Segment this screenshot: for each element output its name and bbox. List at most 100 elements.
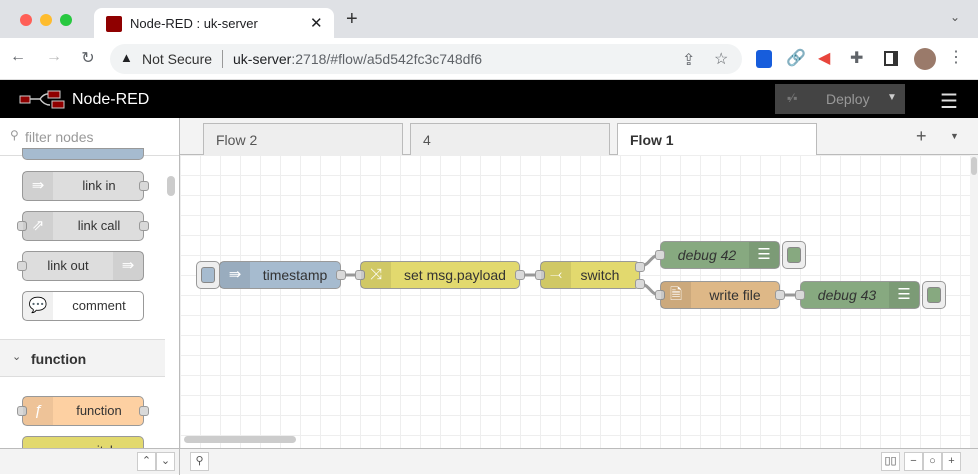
url-bar[interactable]: ▲ Not Secure uk-server:2718/#flow/a5d542…	[110, 44, 742, 74]
browser-tab[interactable]: Node-RED : uk-server ✕	[94, 8, 334, 38]
palette-category-function[interactable]: ⌄ function	[0, 339, 165, 377]
extensions-puzzle-icon[interactable]: ✚	[850, 50, 864, 67]
output-port-1[interactable]	[635, 262, 645, 272]
search-flows-icon[interactable]: ⚲	[190, 452, 209, 471]
node-label: write file	[709, 287, 761, 303]
scrollbar-thumb[interactable]	[971, 157, 977, 175]
output-port-2[interactable]	[635, 279, 645, 289]
link-call-icon: ⇗	[23, 212, 53, 240]
bitwarden-extension-icon[interactable]	[756, 50, 772, 68]
share-icon[interactable]: ⇪	[682, 52, 696, 69]
debug-icon: ☰	[749, 242, 779, 268]
tab-title: Node-RED : uk-server	[130, 16, 258, 31]
palette-node-comment[interactable]: 💬 comment	[22, 291, 144, 321]
back-icon[interactable]: ←	[10, 48, 26, 65]
node-label: set msg.payload	[404, 267, 506, 283]
switch-icon: ⤙	[541, 262, 571, 288]
flow-list-dropdown-icon[interactable]: ▼	[950, 131, 959, 141]
debug-toggle-button[interactable]	[922, 281, 946, 309]
zoom-out-icon[interactable]: −	[904, 452, 923, 471]
workspace-tabs: Flow 2 4 Flow 1 + ▼	[180, 118, 978, 156]
vertical-scrollbar[interactable]	[970, 155, 978, 448]
tab-label: Flow 1	[630, 132, 674, 148]
flow-node-debug-43[interactable]: debug 43 ☰	[795, 281, 920, 309]
deploy-dropdown-icon[interactable]: ▼	[887, 92, 897, 103]
link-extension-icon[interactable]: 🔗	[786, 50, 806, 67]
url-host: uk-server	[233, 51, 292, 67]
input-port[interactable]	[795, 290, 805, 300]
deploy-label: Deploy	[826, 91, 870, 107]
horizontal-scrollbar[interactable]	[184, 436, 296, 443]
node-label: function	[76, 403, 122, 418]
input-port[interactable]	[355, 270, 365, 280]
collapse-all-icon[interactable]: ⌃	[137, 452, 156, 471]
bookmark-star-icon[interactable]: ☆	[714, 51, 729, 68]
flow-node-set-msg-payload[interactable]: ⤨ set msg.payload	[355, 261, 525, 289]
palette-node-link-call[interactable]: ⇗ link call	[17, 211, 149, 241]
node-label: comment	[72, 298, 126, 313]
profile-avatar[interactable]	[914, 48, 936, 70]
tab-search-chevron-icon[interactable]: ⌄	[950, 10, 961, 24]
flow-node-write-file[interactable]: 🗎 write file	[655, 281, 785, 309]
node-label: debug 42	[677, 247, 737, 263]
forward-icon[interactable]: →	[46, 48, 62, 65]
flow-canvas[interactable]: ⇛ timestamp ⤨ set msg.payload ⤙ switch d…	[180, 155, 970, 448]
input-port[interactable]	[655, 250, 665, 260]
deploy-button[interactable]: ▪⁄▪ Deploy ▼	[775, 84, 905, 114]
palette-node-link-out[interactable]: link out ⇛	[17, 251, 144, 281]
side-panel-icon[interactable]	[884, 51, 898, 66]
debug-icon: ☰	[889, 282, 919, 308]
zoom-in-icon[interactable]: +	[942, 452, 961, 471]
tab-flow-1[interactable]: Flow 1	[617, 123, 817, 156]
node-label: link in	[82, 178, 116, 193]
output-port[interactable]	[515, 270, 525, 280]
palette-node-partial[interactable]	[22, 148, 144, 160]
megaphone-extension-icon[interactable]: ◀	[818, 50, 831, 67]
app-name: Node-RED	[72, 91, 150, 108]
palette-scrollbar[interactable]	[167, 176, 175, 196]
filter-placeholder: filter nodes	[25, 129, 94, 145]
tab-label: Flow 2	[216, 132, 258, 148]
output-port[interactable]	[336, 270, 346, 280]
output-port	[139, 406, 149, 416]
close-window-button[interactable]	[20, 14, 32, 26]
expand-all-icon[interactable]: ⌄	[156, 452, 175, 471]
navigator-map-icon[interactable]: ▯▯	[881, 452, 900, 471]
reload-icon[interactable]: ↻	[81, 50, 95, 67]
output-port[interactable]	[775, 290, 785, 300]
security-label[interactable]: Not Secure	[142, 51, 213, 67]
output-port	[139, 181, 149, 191]
input-port[interactable]	[535, 270, 545, 280]
minimize-window-button[interactable]	[40, 14, 52, 26]
new-tab-button[interactable]: +	[346, 8, 358, 30]
close-tab-icon[interactable]: ✕	[310, 15, 323, 32]
input-port[interactable]	[655, 290, 665, 300]
zoom-reset-icon[interactable]: ○	[923, 452, 942, 471]
url-path: :2718/#flow/a5d542fc3c748df6	[291, 51, 483, 67]
deploy-icon: ▪⁄▪	[787, 91, 798, 105]
file-icon: 🗎	[661, 282, 691, 308]
maximize-window-button[interactable]	[60, 14, 72, 26]
palette-node-link-in[interactable]: ⇛ link in	[22, 171, 149, 201]
debug-toggle-button[interactable]	[782, 241, 806, 269]
flow-node-debug-42[interactable]: debug 42 ☰	[655, 241, 780, 269]
warning-icon: ▲	[120, 50, 133, 65]
palette-node-function[interactable]: ƒ function	[17, 396, 149, 426]
link-in-icon: ⇛	[23, 172, 53, 200]
tab-4[interactable]: 4	[410, 123, 610, 155]
chevron-down-icon: ⌄	[12, 351, 22, 363]
palette-node-switch[interactable]: switch	[22, 436, 144, 448]
inject-trigger-button[interactable]	[196, 261, 220, 289]
flow-node-timestamp[interactable]: ⇛ timestamp	[219, 261, 346, 289]
input-port	[17, 261, 27, 271]
flow-node-switch[interactable]: ⤙ switch	[535, 261, 645, 289]
browser-menu-icon[interactable]: ⋮	[948, 49, 964, 66]
input-port	[17, 221, 27, 231]
main-menu-icon[interactable]: ☰	[940, 91, 958, 113]
add-flow-button[interactable]: +	[916, 126, 927, 146]
node-red-favicon-icon	[106, 16, 122, 32]
url-text[interactable]: uk-server:2718/#flow/a5d542fc3c748df6	[233, 51, 482, 67]
address-toolbar: ← → ↻ ▲ Not Secure uk-server:2718/#flow/…	[0, 38, 978, 80]
tab-flow-2[interactable]: Flow 2	[203, 123, 403, 155]
tab-label: 4	[423, 132, 431, 148]
